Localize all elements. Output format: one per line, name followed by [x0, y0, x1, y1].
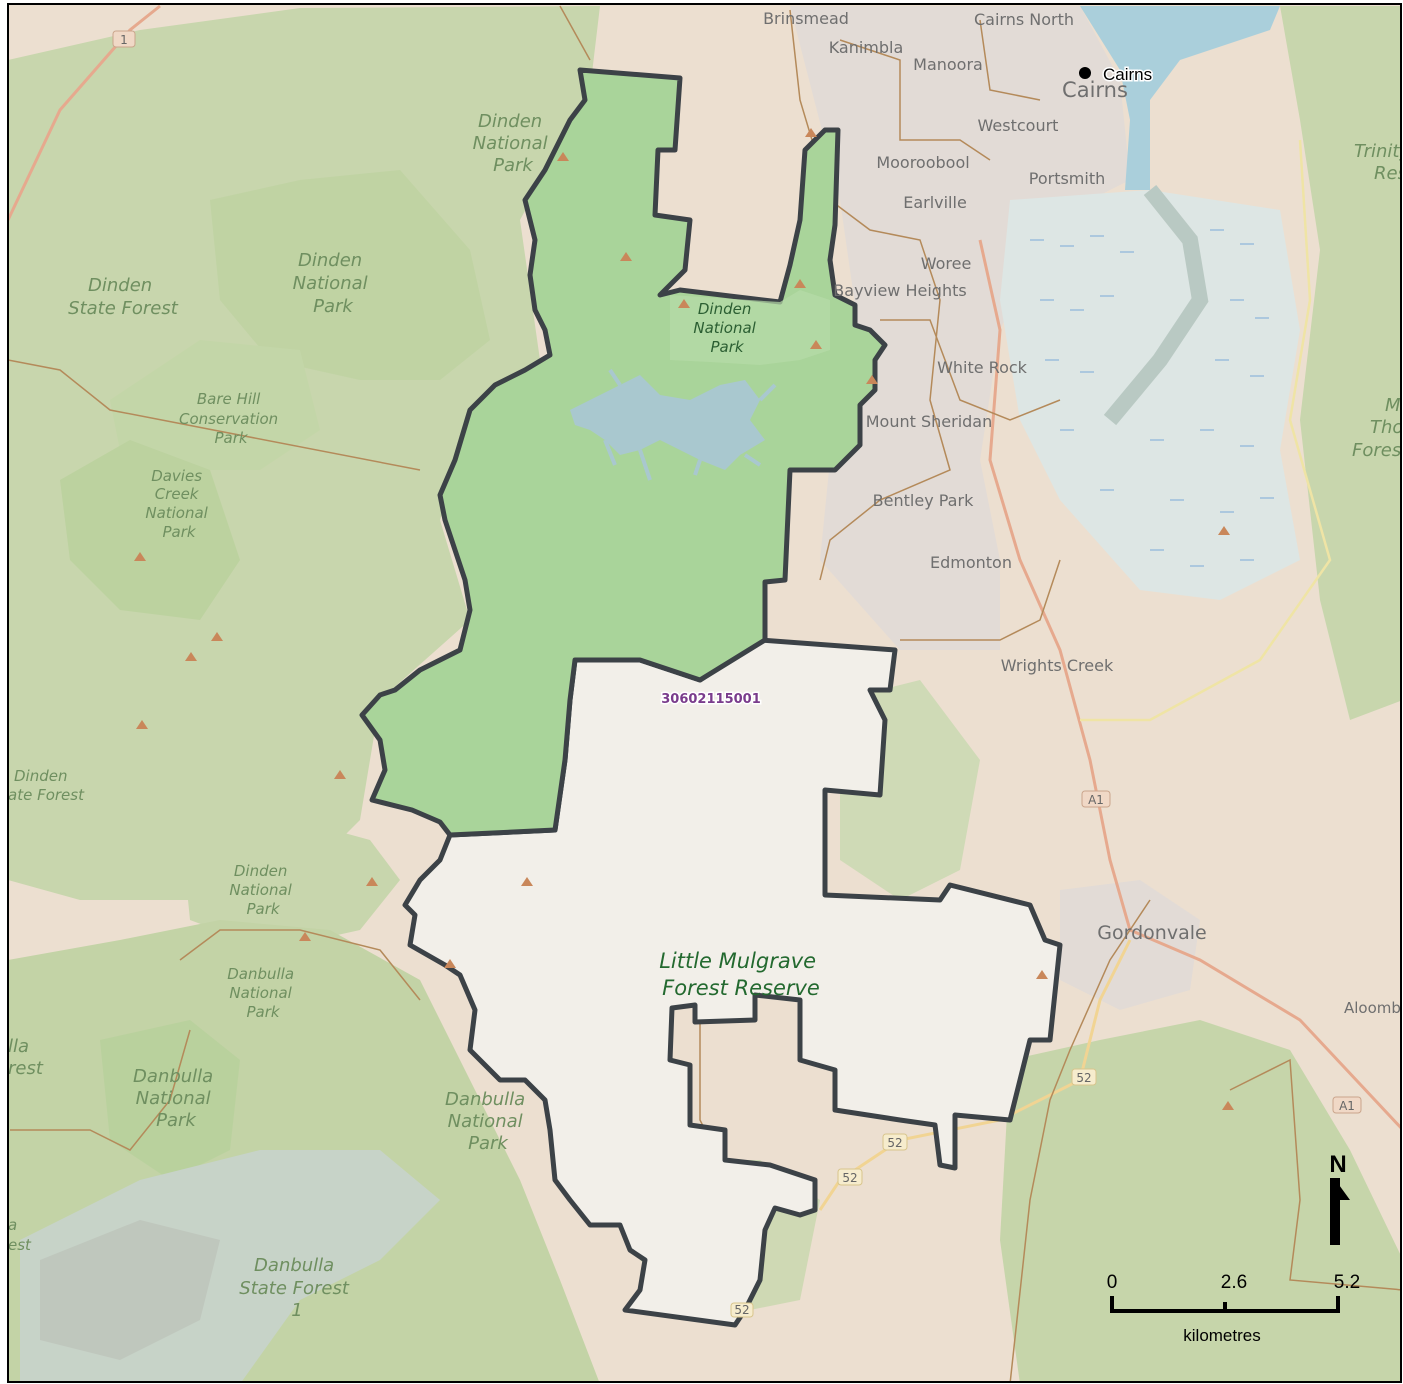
label-cairns-city: Cairns [1062, 78, 1128, 102]
cairns-city-marker [1079, 67, 1091, 79]
label-edge-left-1: lla rest [8, 1036, 44, 1079]
label-dinden-state-forest: Dinden State Forest [68, 275, 179, 319]
scale-tick-0: 0 [1107, 1272, 1118, 1293]
trinity-forest-area [1280, 6, 1401, 720]
label-kanimbla: Kanimbla [829, 38, 904, 57]
scale-tick-end: 5.2 [1334, 1272, 1360, 1293]
road-label-1: 1 [120, 33, 128, 47]
label-mount-sheridan: Mount Sheridan [866, 412, 993, 431]
inlet-channel [1103, 185, 1209, 426]
davies-creek-area [60, 440, 240, 620]
road-label-52-b: 52 [887, 1136, 902, 1150]
label-dinden-np-mid: Dinden National Park [293, 250, 374, 317]
highway-a1 [978, 239, 1401, 1131]
label-dinden-sf-left: Dinden ate Forest [8, 767, 85, 804]
label-portsmith: Portsmith [1029, 169, 1106, 188]
gordonvale-urban-area [1060, 880, 1200, 1010]
label-westcourt: Westcourt [978, 116, 1059, 135]
label-dinden-np-top: Dinden National Park [473, 111, 554, 176]
bare-hill-area [110, 340, 320, 470]
label-woree: Woree [921, 254, 972, 273]
dinden-np-inner-area [670, 290, 830, 365]
cairns-city-marker-label: Cairns [1103, 65, 1152, 84]
reservoir-arms [603, 368, 777, 481]
label-davies-creek: Davies Creek National Park [145, 467, 212, 541]
label-cairns-north: Cairns North [974, 10, 1074, 29]
road-shields: 1 A1 A1 52 52 52 52 [112, 30, 1362, 1318]
label-danbulla-np-a: Danbulla National Park [227, 965, 299, 1021]
road-label-a1-south: A1 [1339, 1099, 1355, 1113]
road-label-52-c: 52 [842, 1171, 857, 1185]
label-dinden-np-inner: Dinden National Park [693, 300, 760, 356]
peak-markers [134, 128, 1234, 1110]
cairns-urban-area [790, 6, 1130, 650]
reserve-plain-area [402, 637, 1063, 1328]
road-label-52-a: 52 [1076, 1071, 1091, 1085]
label-white-rock: White Rock [937, 358, 1028, 377]
reserve-name-label: Little Mulgrave Forest Reserve [659, 949, 823, 1000]
scale-bar: 0 2.6 5.2 kilometres [1107, 1272, 1361, 1345]
dinden-park-low-area [180, 810, 400, 950]
label-aloomba: Aloomba [1344, 999, 1403, 1017]
trinity-inlet-water [1080, 6, 1280, 190]
park-labels: Dinden National Park Dinden State Forest… [8, 111, 1403, 1321]
north-arrow: N [1329, 1151, 1350, 1245]
map-frame [7, 3, 1402, 1383]
label-manoora: Manoora [913, 55, 983, 74]
label-bentley-park: Bentley Park [873, 491, 974, 510]
label-danbulla-np-b: Danbulla National Park [133, 1066, 219, 1131]
area-code-label: 30602115001 [661, 692, 761, 707]
label-mt-thorn: Mt Tho Forest [1352, 395, 1403, 461]
wetland-dashes [1030, 229, 1274, 567]
label-edmonton: Edmonton [930, 553, 1012, 572]
north-arrow-letter: N [1329, 1151, 1346, 1178]
label-bayview-heights: Bayview Heights [833, 281, 966, 300]
locality-boundaries [8, 5, 1401, 1382]
label-mooroobool: Mooroobool [876, 153, 969, 172]
label-gordonvale: Gordonvale [1097, 922, 1206, 944]
label-earlville: Earlville [903, 193, 967, 212]
grey-lake [40, 1220, 220, 1360]
label-bare-hill: Bare Hill Conservation Park [179, 390, 283, 447]
label-danbulla-sf: Danbulla State Forest 1 [239, 1255, 354, 1321]
road-label-a1-north: A1 [1088, 793, 1104, 807]
north-arrow-icon [1330, 1178, 1350, 1245]
locality-labels: Brinsmead Kanimbla Manoora Cairns North … [763, 9, 1403, 1017]
scale-tick-mid: 2.6 [1221, 1272, 1247, 1293]
label-dinden-np-low: Dinden National Park [229, 862, 296, 918]
right-lower-forest [1000, 1020, 1401, 1382]
reservoir-water [570, 375, 765, 470]
highway-1 [8, 4, 161, 221]
label-danbulla-np-c: Danbulla National Park [445, 1089, 531, 1154]
label-wrights-creek: Wrights Creek [1001, 656, 1114, 675]
scale-unit: kilometres [1183, 1326, 1260, 1345]
label-edge-left-2: a est [8, 1216, 32, 1254]
wetland-area [1000, 190, 1300, 600]
road-label-52-d: 52 [734, 1303, 749, 1317]
road-trinity [1080, 139, 1332, 722]
label-trinity: Trinity Res [1354, 141, 1403, 184]
label-brinsmead: Brinsmead [763, 9, 849, 28]
dinden-national-park-area [210, 170, 490, 380]
